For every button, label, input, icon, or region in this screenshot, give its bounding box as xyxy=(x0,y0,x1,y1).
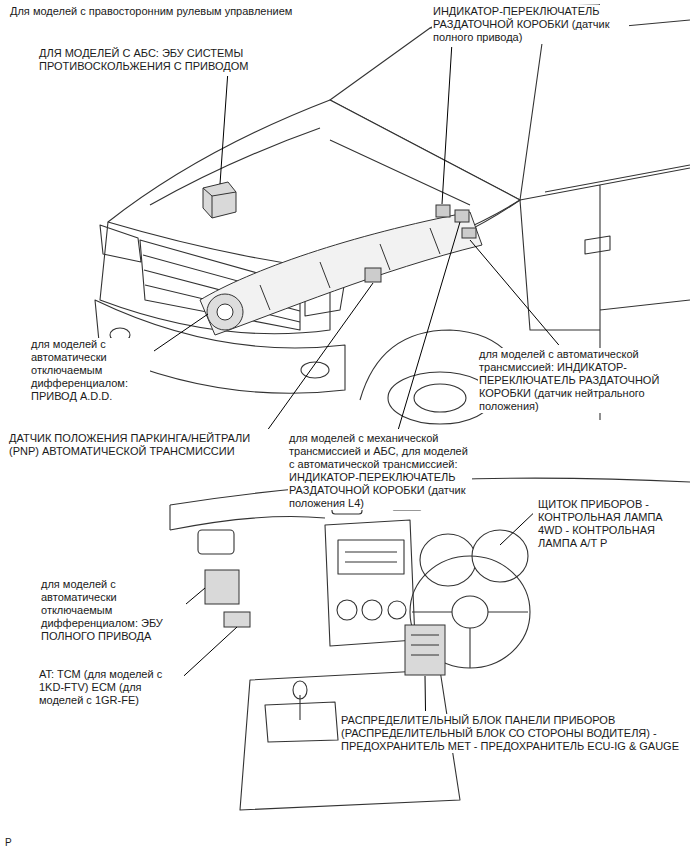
part-callout: ИНДИКАТОР-ПЕРЕКЛЮЧАТЕЛЬ РАЗДАТОЧНОЙ КОРО… xyxy=(432,5,629,44)
abs-actuator-part xyxy=(203,182,236,218)
leader-line-part xyxy=(500,514,533,545)
electronic-units-part xyxy=(205,570,239,604)
part-callout: РАСПРЕДЕЛИТЕЛЬНЫЙ БЛОК ПАНЕЛИ ПРИБОРОВ (… xyxy=(340,714,682,753)
drivetrain-part xyxy=(365,268,381,282)
electronic-units-part xyxy=(405,625,445,675)
dashboard-part xyxy=(325,520,415,646)
part-callout: для моделей с автоматически отключаемым … xyxy=(40,578,182,643)
page-heading: Для моделей с правосторонним рулевым упр… xyxy=(10,5,292,18)
leader-line-part xyxy=(470,240,559,345)
dashboard-part xyxy=(169,505,170,530)
part-callout: ЩИТОК ПРИБОРОВ - КОНТРОЛЬНАЯ ЛАМПА 4WD -… xyxy=(537,498,685,550)
part-callout: для моделей с автоматической трансмиссие… xyxy=(478,348,680,413)
dashboard xyxy=(170,478,690,810)
drivetrain-part xyxy=(260,228,440,310)
car-body-part xyxy=(545,20,690,192)
dashboard-part xyxy=(170,517,325,531)
drivetrain-part xyxy=(455,210,469,222)
dashboard-part xyxy=(338,540,404,574)
part-callout: для моделей с механической трансмиссией … xyxy=(288,432,472,510)
car-body-part xyxy=(150,128,470,205)
car-body-part xyxy=(100,225,141,262)
drivetrain-part xyxy=(207,294,243,330)
abs-actuator-part xyxy=(203,188,236,218)
dashboard-part xyxy=(293,681,307,699)
dashboard-part xyxy=(337,600,357,620)
part-callout: ДАТЧИК ПОЛОЖЕНИЯ ПАРКИНГА/НЕЙТРАЛИ (PNP)… xyxy=(8,432,282,458)
drivetrain-part xyxy=(217,304,233,320)
leader-line-part xyxy=(186,588,205,604)
dashboard-part xyxy=(362,600,382,620)
drivetrain-part xyxy=(436,205,450,217)
electronic-units-part xyxy=(411,635,439,655)
electronic-units-part xyxy=(224,612,250,627)
drivetrain-part xyxy=(462,228,476,238)
leader-line-part xyxy=(154,314,208,351)
leader-line-part xyxy=(442,47,452,204)
car-body-part xyxy=(388,372,492,424)
dashboard-part xyxy=(265,702,338,742)
leader-line-part xyxy=(268,283,373,429)
leader-line-part xyxy=(398,222,460,429)
leader-line-part xyxy=(220,76,228,184)
part-callout: ДЛЯ МОДЕЛЕЙ С АБС: ЭБУ СИСТЕМЫ ПРОТИВОСК… xyxy=(38,47,275,73)
part-callout: AT: TCM (для моделей с 1KD-FTV) ECM (для… xyxy=(38,668,180,707)
leader-line-part xyxy=(425,676,427,711)
abs-actuator xyxy=(203,182,236,218)
leader-line-part xyxy=(184,627,237,676)
dashboard-part xyxy=(388,601,406,619)
dashboard-part xyxy=(198,530,234,554)
figure-code: P xyxy=(4,836,13,849)
dashboard-part xyxy=(452,596,488,628)
drivetrain-part xyxy=(200,212,482,335)
drivetrain xyxy=(200,205,482,335)
electronic-units xyxy=(205,570,445,675)
car-body-part xyxy=(414,384,466,412)
car-body-part xyxy=(585,236,610,254)
dashboard-part xyxy=(345,552,397,562)
dashboard-part xyxy=(472,530,528,582)
part-callout: для моделей с автоматически отключаемым … xyxy=(30,338,150,403)
